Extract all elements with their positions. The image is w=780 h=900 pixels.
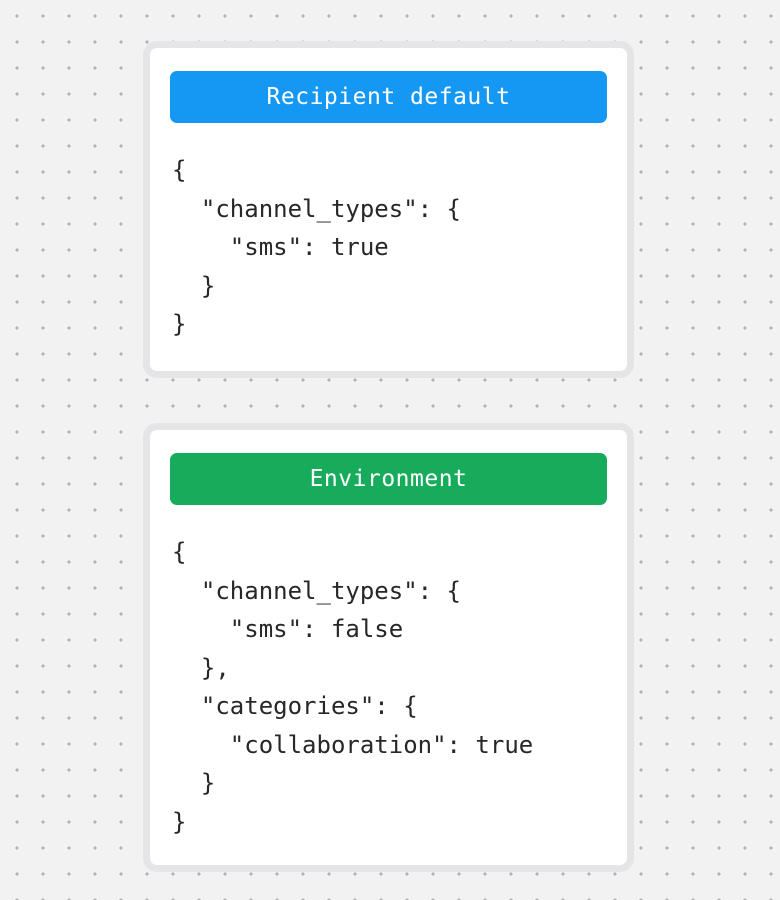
- environment-header-badge: Environment: [170, 453, 607, 505]
- environment-card: Environment { "channel_types": { "sms": …: [143, 423, 634, 872]
- recipient-default-header-badge: Recipient default: [170, 71, 607, 123]
- environment-code-block: { "channel_types": { "sms": false }, "ca…: [172, 538, 534, 836]
- recipient-default-code-block: { "channel_types": { "sms": true } }: [172, 156, 461, 338]
- recipient-default-card: Recipient default { "channel_types": { "…: [143, 41, 634, 378]
